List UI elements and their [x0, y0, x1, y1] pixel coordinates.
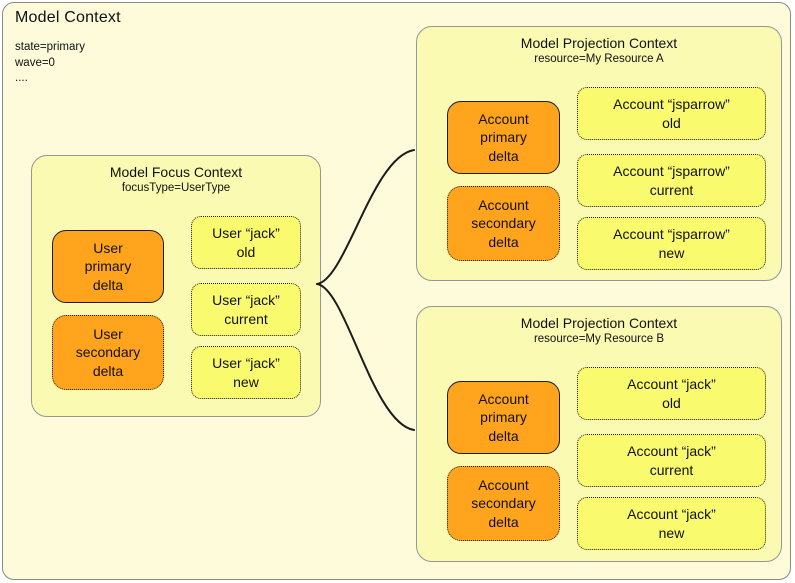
projection-a-subtitle: resource=My Resource A	[534, 53, 664, 65]
focus-context-subtitle: focusType=UserType	[121, 182, 231, 194]
account-b-old-version-node: Account “jack” old	[577, 367, 766, 420]
user-secondary-delta-node: User secondary delta	[52, 315, 164, 390]
projection-a-title: Model Projection Context	[520, 35, 678, 51]
attribute-ellipsis: ....	[15, 72, 28, 84]
model-context-title: Model Context	[15, 9, 121, 26]
projection-b-title: Model Projection Context	[520, 315, 678, 331]
model-projection-context-b-box: Model Projection Context resource=My Res…	[416, 306, 782, 562]
account-b-primary-delta-node: Account primary delta	[447, 381, 560, 454]
account-a-new-version-node: Account “jsparrow” new	[577, 217, 766, 270]
projection-b-header: Model Projection Context resource=My Res…	[417, 315, 781, 346]
user-primary-delta-node: User primary delta	[52, 230, 164, 303]
model-focus-context-box: Model Focus Context focusType=UserType U…	[31, 155, 321, 417]
user-new-version-node: User “jack” new	[191, 346, 301, 399]
projection-b-subtitle: resource=My Resource B	[533, 333, 665, 345]
user-current-version-node: User “jack” current	[191, 283, 301, 336]
projection-a-header: Model Projection Context resource=My Res…	[417, 35, 781, 66]
user-old-version-node: User “jack” old	[191, 216, 301, 269]
account-a-old-version-node: Account “jsparrow” old	[577, 87, 766, 140]
account-a-primary-delta-node: Account primary delta	[447, 101, 560, 174]
attribute-state: state=primary	[15, 41, 85, 53]
model-projection-context-a-box: Model Projection Context resource=My Res…	[416, 26, 782, 281]
focus-context-title: Model Focus Context	[109, 164, 243, 180]
account-b-new-version-node: Account “jack” new	[577, 497, 766, 550]
model-context-attributes: state=primary wave=0 ....	[15, 40, 85, 87]
account-b-current-version-node: Account “jack” current	[577, 434, 766, 487]
account-a-current-version-node: Account “jsparrow” current	[577, 154, 766, 207]
account-a-secondary-delta-node: Account secondary delta	[447, 186, 560, 261]
focus-context-header: Model Focus Context focusType=UserType	[32, 164, 320, 195]
attribute-wave: wave=0	[15, 56, 55, 69]
account-b-secondary-delta-node: Account secondary delta	[447, 466, 560, 541]
